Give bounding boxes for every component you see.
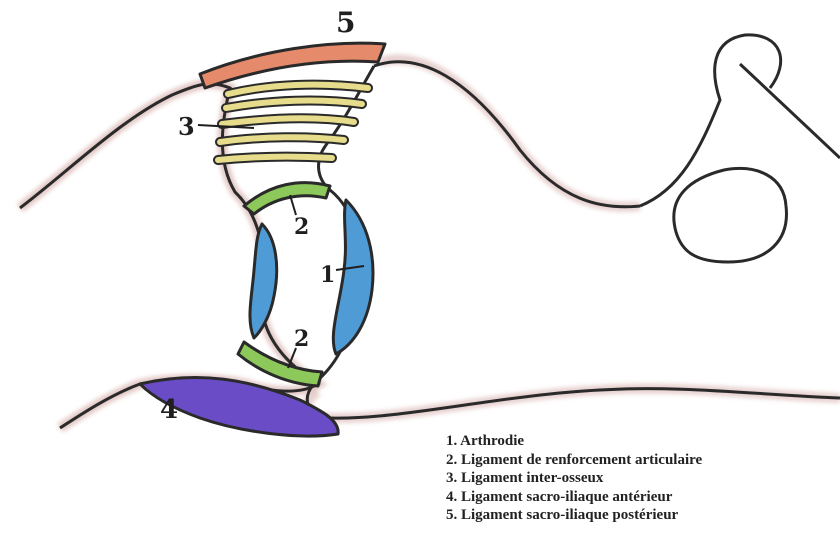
legend: 1. Arthrodie 2. Ligament de renforcement… [446, 432, 702, 525]
callout-3: 3 [178, 112, 195, 141]
ligament-2-top [244, 183, 330, 214]
sacrum-right-edge [740, 64, 840, 158]
legend-item-sacro-iliaque-anterieur: 4. Ligament sacro-iliaque antérieur [446, 488, 702, 507]
ligament-inter-osseux [218, 85, 368, 160]
legend-item-sacro-iliaque-posterieur: 5. Ligament sacro-iliaque postérieur [446, 506, 702, 525]
callout-2-top: 2 [294, 214, 309, 240]
legend-item-arthrodie: 1. Arthrodie [446, 432, 702, 451]
callout-1: 1 [320, 262, 335, 288]
arthrodie-left-cartilage [250, 224, 277, 338]
callout-5: 5 [336, 6, 355, 39]
sacrum-bone [307, 35, 840, 418]
sacrum-upper-outline [374, 62, 640, 207]
arthrodie-right-cartilage [333, 200, 373, 354]
callout-4: 4 [160, 395, 178, 425]
callout-2-bottom: 2 [294, 326, 309, 352]
legend-item-inter-osseux: 3. Ligament inter-osseux [446, 469, 702, 488]
sacral-canal [674, 169, 787, 263]
legend-item-ligament-renforcement: 2. Ligament de renforcement articulaire [446, 451, 702, 470]
